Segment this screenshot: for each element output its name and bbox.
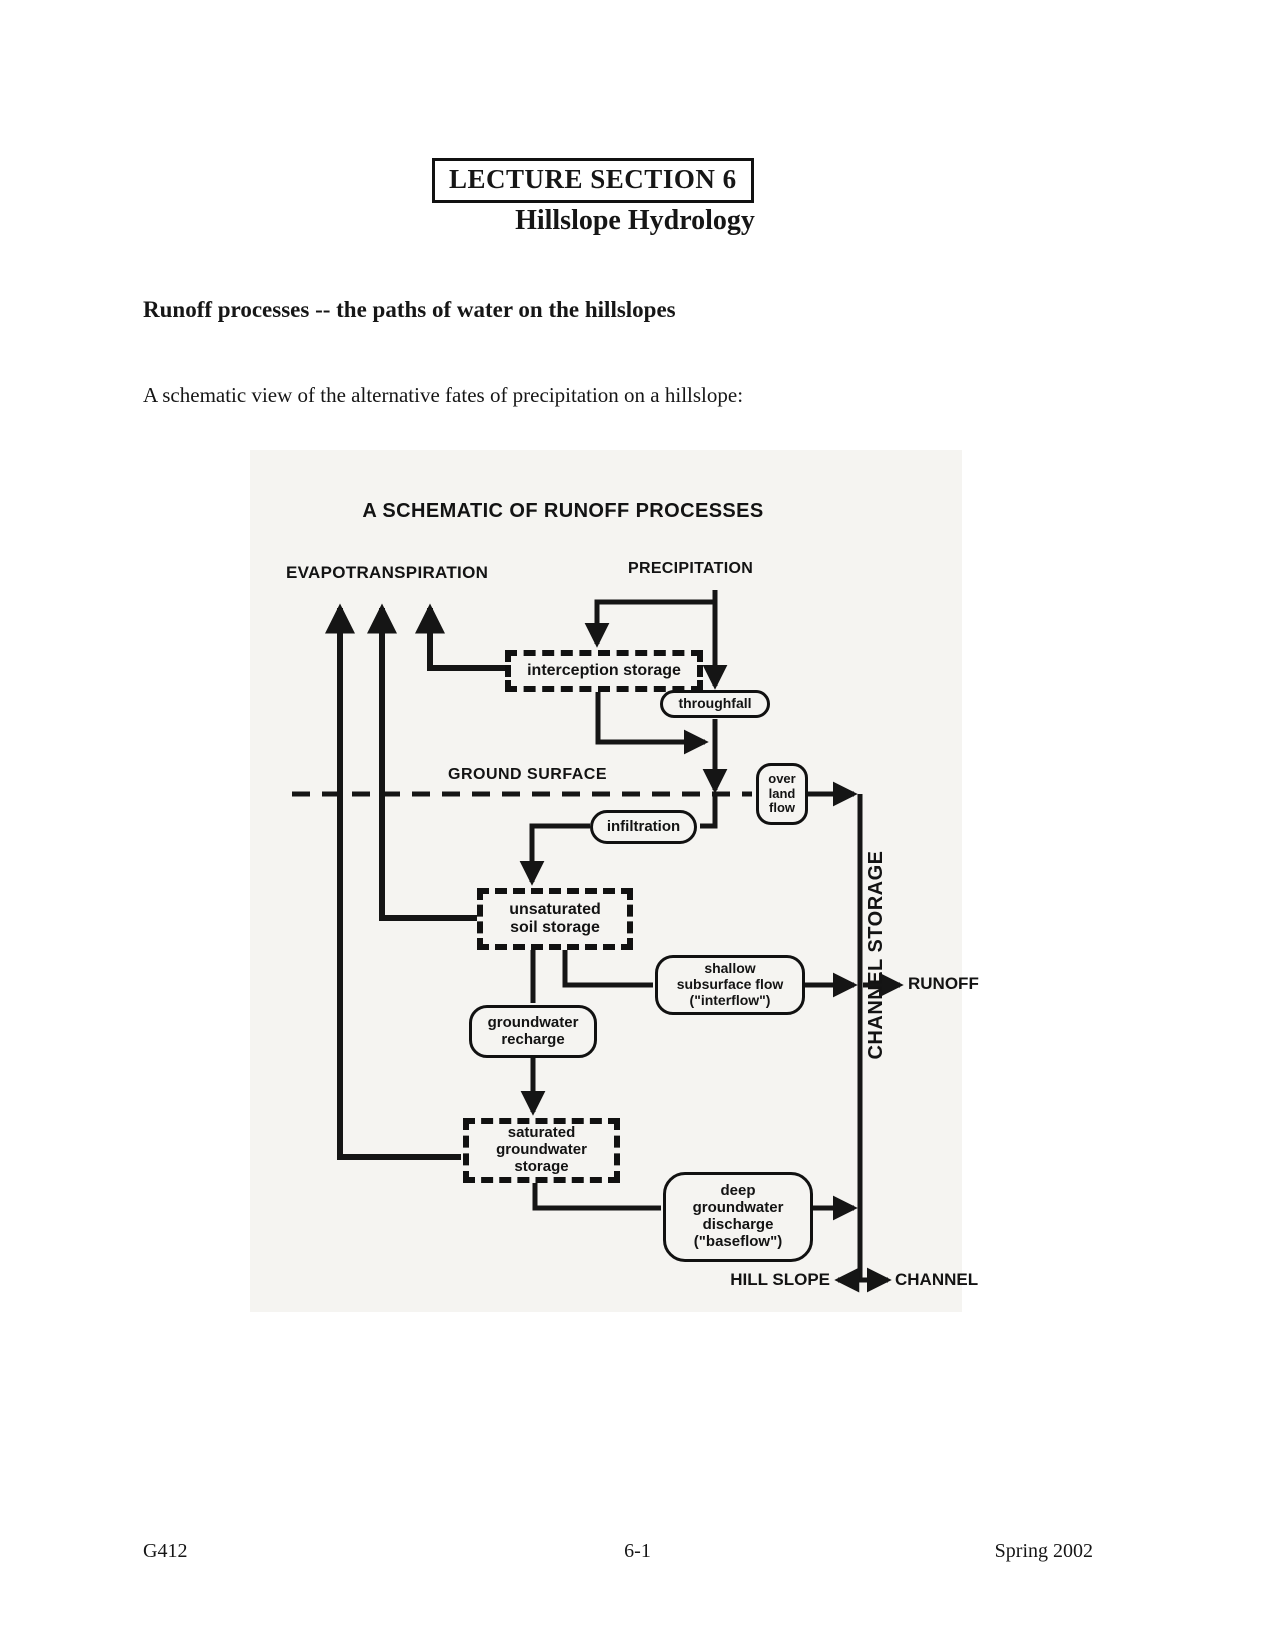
label-ground-surface: GROUND SURFACE <box>448 766 608 783</box>
label-hill-slope: HILL SLOPE <box>730 1270 830 1289</box>
arrow-interception-drip-to-mainline <box>595 692 709 755</box>
node-text-line: subsurface flow <box>676 976 784 993</box>
node-text-line: ("interflow") <box>689 991 771 1008</box>
node-text-line: ("baseflow") <box>693 1232 783 1250</box>
node-text-line: over <box>768 770 796 786</box>
node-text-line: deep <box>720 1182 756 1200</box>
node-shallow-subsurface-flow: shallow subsurface flow ("interflow") <box>655 955 805 1015</box>
lecture-section-badge: LECTURE SECTION 6 <box>432 158 754 203</box>
node-text-line: throughfall <box>678 695 752 712</box>
footer-term: Spring 2002 <box>994 1540 1093 1562</box>
node-text-line: land <box>768 785 796 801</box>
node-deep-groundwater-discharge: deep groundwater discharge ("baseflow") <box>663 1172 813 1262</box>
node-text-line: groundwater <box>692 1199 784 1217</box>
node-text-line: soil storage <box>510 919 600 936</box>
footer-course-code: G412 <box>143 1540 188 1562</box>
node-text-line: saturated <box>507 1124 576 1142</box>
runoff-processes-diagram: A SCHEMATIC OF RUNOFF PROCESSES EVAPOTRA… <box>250 450 979 1312</box>
arrow-infiltration-to-unsaturated <box>519 823 590 886</box>
section-heading: Runoff processes -- the paths of water o… <box>143 297 676 322</box>
node-throughfall: throughfall <box>660 690 770 718</box>
line-saturated-to-deep <box>532 1183 661 1211</box>
flow-arrows-svg <box>292 590 904 1293</box>
node-saturated-groundwater-storage: saturated groundwater storage <box>463 1118 620 1183</box>
node-text-line: shallow <box>704 960 756 977</box>
node-text-line: discharge <box>702 1216 774 1233</box>
node-text-line: flow <box>769 800 795 816</box>
arrow-saturated-to-evapotranspiration <box>325 603 461 1160</box>
node-text-line: infiltration <box>606 817 681 835</box>
label-evapotranspiration: EVAPOTRANSPIRATION <box>286 563 489 582</box>
arrow-precipitation-to-interception <box>584 599 715 648</box>
label-runoff: RUNOFF <box>908 974 979 993</box>
page-subtitle: Hillslope Hydrology <box>515 205 755 236</box>
node-text-line: interception storage <box>527 662 681 680</box>
node-unsaturated-soil-storage: unsaturated soil storage <box>477 888 633 950</box>
node-text-line: groundwater <box>487 1013 579 1031</box>
diagram-title: A SCHEMATIC OF RUNOFF PROCESSES <box>362 500 764 522</box>
label-precipitation: PRECIPITATION <box>628 560 754 577</box>
node-interception-storage: interception storage <box>505 650 703 692</box>
line-unsaturated-to-shallow <box>562 950 653 988</box>
footer-page-number: 6-1 <box>624 1540 651 1562</box>
label-channel-storage: CHANNEL STORAGE <box>865 850 887 1060</box>
node-text-line: recharge <box>501 1030 565 1048</box>
label-channel: CHANNEL <box>895 1270 979 1289</box>
intro-text: A schematic view of the alternative fate… <box>143 383 744 407</box>
node-groundwater-recharge: groundwater recharge <box>469 1005 597 1058</box>
node-text-line: groundwater <box>496 1141 587 1159</box>
line-junction-to-infiltration <box>700 796 718 829</box>
node-text-line: unsaturated <box>509 901 601 919</box>
node-overland-flow: over land flow <box>756 763 808 825</box>
node-infiltration: infiltration <box>590 810 697 844</box>
arrow-unsaturated-to-evapotranspiration <box>367 603 477 921</box>
node-text-line: storage <box>514 1157 569 1175</box>
arrow-interception-to-evapotranspiration <box>415 603 505 671</box>
